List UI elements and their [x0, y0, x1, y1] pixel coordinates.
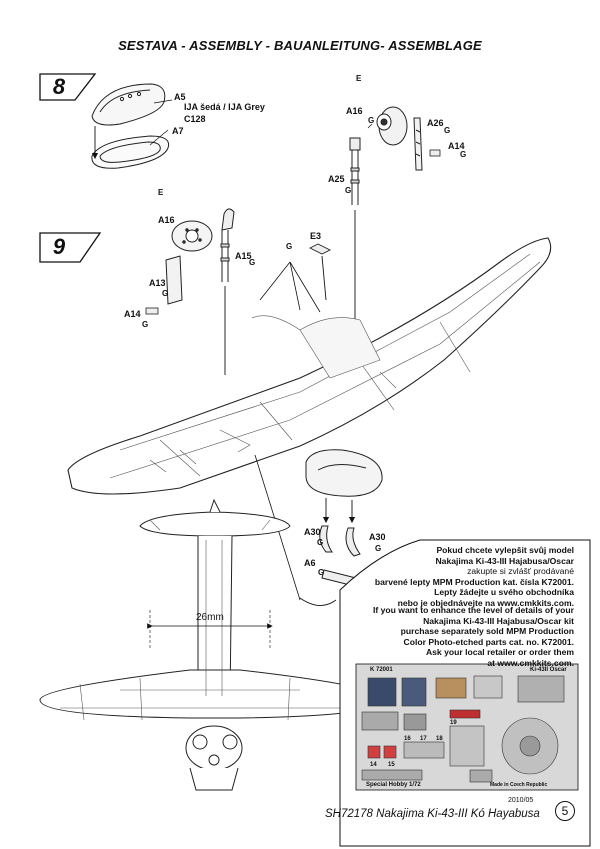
canopy-frame-a7: [91, 135, 170, 169]
left-strut-a15: [220, 208, 235, 282]
footer-title: SH72178 Nakajima Ki-43-III Kó Hayabusa: [325, 808, 540, 820]
paint-ref-g-3: G: [460, 150, 467, 159]
paint-ref-g-9: G: [317, 538, 324, 547]
photoetch-brand: Special Hobby 1/72: [366, 782, 421, 788]
paint-ref-e-top: E: [356, 74, 362, 83]
part-label-a30-right: A30: [369, 532, 386, 542]
paint-ref-g-10: G: [375, 544, 382, 553]
paint-ref-g-2: G: [444, 126, 451, 135]
photoetch-number: 15: [388, 762, 395, 768]
part-label-a26: A26: [427, 118, 444, 128]
photoetch-made-in: Made in Czech Republic: [490, 782, 548, 788]
page-header: SESTAVA - ASSEMBLY - BAUANLEITUNG- ASSEM…: [118, 38, 482, 53]
gear-door-a13: [165, 255, 183, 305]
step-9-box: [39, 232, 102, 263]
paint-ref-e-mid: E: [158, 188, 164, 197]
photoetch-number: 19: [450, 720, 457, 726]
paint-ref-g-1: G: [368, 116, 375, 125]
step-number-9: 9: [52, 234, 66, 259]
paint-ref-g-7: G: [162, 289, 169, 298]
right-strut-a25: [349, 137, 361, 205]
paint-code: C128: [184, 114, 206, 124]
paint-ref-g-6: G: [249, 258, 256, 267]
canopy-part-a5: [91, 83, 166, 126]
part-label-a16-top: A16: [346, 106, 363, 116]
part-e3: [308, 243, 332, 255]
part-label-a14-top: A14: [448, 141, 465, 151]
right-wheel-a16: [376, 106, 408, 146]
photoetch-details: [361, 675, 565, 783]
paint-color-name: IJA šedá / IJA Grey: [184, 102, 265, 112]
photoetch-number: 17: [420, 736, 427, 742]
photoetch-catalog: K 72001: [370, 667, 393, 673]
part-label-a13: A13: [149, 278, 166, 288]
paint-ref-g-4: G: [345, 186, 352, 195]
wing-upper: [67, 237, 552, 495]
photoetch-number: 14: [370, 762, 377, 768]
photoetch-aircraft: Ki-43II Oscar: [530, 667, 567, 673]
small-part-a14-top: [429, 149, 441, 157]
part-label-a6: A6: [304, 558, 316, 568]
page-number: 5: [555, 801, 575, 821]
part-label-a14-mid: A14: [124, 309, 141, 319]
note-english: If you want to enhance the level of deta…: [372, 605, 574, 668]
part-label-a5: A5: [174, 92, 186, 102]
aircraft-front-view: [39, 498, 393, 719]
note-czech: Pokud chcete vylepšit svůj model Nakajim…: [374, 545, 574, 608]
wing-panel-lines: [109, 253, 541, 479]
footer-date: 2010/05: [508, 797, 534, 804]
part-label-a16-mid: A16: [158, 215, 175, 225]
paint-ref-g-8: G: [142, 320, 149, 329]
left-wheel-a16: [171, 220, 213, 252]
part-label-e3: E3: [310, 231, 322, 241]
small-part-a14-mid: [145, 307, 159, 315]
part-label-a7: A7: [172, 126, 184, 136]
part-label-a25: A25: [328, 174, 345, 184]
part-label-a15: A15: [235, 251, 252, 261]
dimension-label: 26mm: [196, 612, 224, 623]
paint-ref-g-5: G: [286, 242, 293, 251]
gear-door-a26: [413, 117, 423, 171]
photoetch-number: 16: [404, 736, 411, 742]
photoetch-number: 18: [436, 736, 443, 742]
step-8-box: [39, 73, 97, 101]
step-number-8: 8: [52, 74, 66, 99]
part-label-a30-left: A30: [304, 527, 321, 537]
seat-part: [305, 449, 383, 497]
aircraft-detail-lines: [60, 519, 370, 721]
engine-cowling: [185, 725, 243, 791]
paint-ref-g-11: G: [318, 568, 325, 577]
seat-supports-a30: [319, 525, 361, 557]
